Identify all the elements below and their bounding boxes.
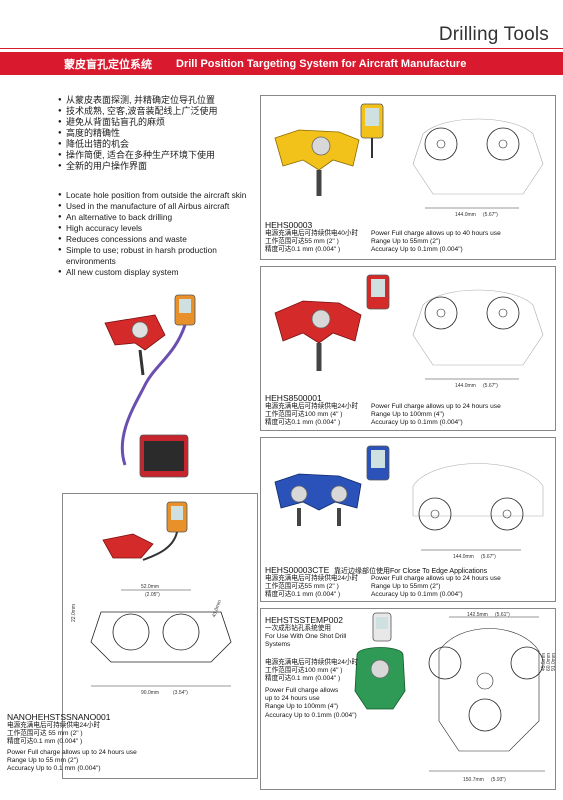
red-tool-photo xyxy=(274,274,390,371)
dimension-label: 45.5mm xyxy=(541,653,547,671)
spec-en: Power Full charge allows up to 40 hours … xyxy=(371,230,501,254)
product-model: HEHS00003CTE 靠近边缘部位使用For Close To Edge A… xyxy=(265,565,488,575)
dimension-label: 142.5mm xyxy=(467,612,488,618)
spec-cn: 电源充满电后可持续供电24小时工作范围可达 55 mm (2" )精度可达0.1… xyxy=(7,722,101,746)
feature-cn: 操作简便, 适合在多种生产环境下使用 xyxy=(58,150,258,161)
product-model: NANOHEHSTSSNANO001 xyxy=(7,712,111,722)
feature-en: An alternative to back drilling xyxy=(58,212,258,223)
orange-display-tool-photo xyxy=(102,501,188,561)
header-rule xyxy=(0,48,563,49)
product-title: 一次成形钻孔系统使用 For Use With One Shot Drill S… xyxy=(265,625,347,649)
feature-cn: 避免从背面钻盲孔的麻烦 xyxy=(58,117,258,128)
feature-en: High accuracy levels xyxy=(58,223,258,234)
dimension-label: (5.67") xyxy=(483,383,498,389)
product-card-hehs8500001: 144.0mm (5.67") HEHS8500001 电源充满电后可持续供电2… xyxy=(260,266,556,431)
yellow-tool-photo xyxy=(274,103,384,196)
dimension-label: (2.05") xyxy=(145,592,160,598)
product-model: HEHS8500001 xyxy=(265,393,322,403)
dimension-label: (5.67") xyxy=(481,554,496,560)
feature-list-cn: 从蒙皮表面探测, 并精确定位导孔位置 技术成熟, 空客,波音装配线上广泛使用 避… xyxy=(58,95,258,172)
feature-cn: 技术成熟, 空客,波音装配线上广泛使用 xyxy=(58,106,258,117)
feature-list-en: Locate hole position from outside the ai… xyxy=(58,190,258,278)
dimension-label: 90.0mm xyxy=(141,690,159,696)
hehs00003cte-drawing: 144.0mm (5.67") xyxy=(412,463,544,560)
banner-title-cn: 蒙皮盲孔定位系统 xyxy=(64,58,152,71)
dimension-label: 22.0mm xyxy=(71,604,77,622)
product-card-temp002: 142.5mm (5.61") 45.5mm 60.0mm 91.0mm 150… xyxy=(260,608,557,790)
dimension-label: 150.7mm xyxy=(463,777,484,783)
feature-cn: 降低出错的机会 xyxy=(58,139,258,150)
spec-cn: 电源充满电后可持续供电40小时工作范围可达55 mm (2" )精度可达0.1 … xyxy=(265,230,359,254)
feature-list: 从蒙皮表面探测, 并精确定位导孔位置 技术成熟, 空客,波音装配线上广泛使用 避… xyxy=(58,95,258,278)
blue-tool-photo xyxy=(274,445,390,526)
banner-title-en: Drill Position Targeting System for Airc… xyxy=(176,57,467,70)
feature-cn: 全新的用户操作界面 xyxy=(58,161,258,172)
product-model: HEHSTSSTEMP002 xyxy=(265,615,343,625)
product-model: HEHS00003 xyxy=(265,220,313,230)
product-card-hehs00003cte: 144.0mm (5.67") HEHS00003CTE 靠近边缘部位使用For… xyxy=(260,437,556,602)
feature-en: Used in the manufacture of all Airbus ai… xyxy=(58,201,258,212)
red-tool-kit-photo xyxy=(104,294,196,478)
feature-en: Simple to use; robust in harsh productio… xyxy=(58,245,258,267)
dimension-label: (5.67") xyxy=(483,212,498,218)
feature-cn: 从蒙皮表面探测, 并精确定位导孔位置 xyxy=(58,95,258,106)
dimension-label: (5.61") xyxy=(495,612,510,618)
spec-cn: 电源充满电后可持续供电24小时工作范围可达100 mm (4" )精度可达0.1… xyxy=(265,659,359,683)
dimension-label: (3.54") xyxy=(173,690,188,696)
spec-en: Power Full charge allows up to 24 hours … xyxy=(371,575,501,599)
spec-cn: 电源充满电后可持续供电24小时工作范围可达55 mm (2" )精度可达0.1 … xyxy=(265,575,359,599)
dimension-label: 43.0mm xyxy=(211,599,223,618)
dimension-label: 60.0mm xyxy=(546,653,552,671)
hehs00003-drawing: 144.0mm (5.67") xyxy=(412,118,544,218)
dimension-label: (5.93") xyxy=(491,777,506,783)
dimension-label: 52.0mm xyxy=(141,584,159,590)
dimension-label: 144.0mm xyxy=(453,554,474,560)
section-banner: 蒙皮盲孔定位系统 Drill Position Targeting System… xyxy=(0,52,563,75)
dimension-label: 144.0mm xyxy=(455,212,476,218)
feature-cn: 高度的精确性 xyxy=(58,128,258,139)
product-card-nano001: 52.0mm (2.05") 22.0mm 43.0mm 90.0mm (3.5… xyxy=(7,493,258,779)
spec-en: Power Full charge allows up to 24 hours … xyxy=(7,749,137,773)
product-card-hehs00003: 144.0mm (5.67") HEHS00003 电源充满电后可持续供电40小… xyxy=(260,95,556,260)
temp002-drawing: 142.5mm (5.61") 45.5mm 60.0mm 91.0mm 150… xyxy=(428,612,557,783)
dimension-label: 91.0mm xyxy=(551,653,557,671)
dimension-label: 144.0mm xyxy=(455,383,476,389)
feature-en: Reduces concessions and waste xyxy=(58,234,258,245)
page-title: Drilling Tools xyxy=(438,24,549,45)
nano001-drawing: 52.0mm (2.05") 22.0mm 43.0mm 90.0mm (3.5… xyxy=(71,584,232,696)
green-tool-photo xyxy=(354,612,406,710)
feature-en: Locate hole position from outside the ai… xyxy=(58,190,258,201)
spec-cn: 电源充满电后可持续供电24小时工作范围可达100 mm (4" )精度可达0.1… xyxy=(265,403,359,427)
feature-en: All new custom display system xyxy=(58,267,258,278)
spec-en: Power Full charge allows up to 24 hours … xyxy=(371,403,501,427)
hehs8500001-drawing: 144.0mm (5.67") xyxy=(412,289,544,389)
